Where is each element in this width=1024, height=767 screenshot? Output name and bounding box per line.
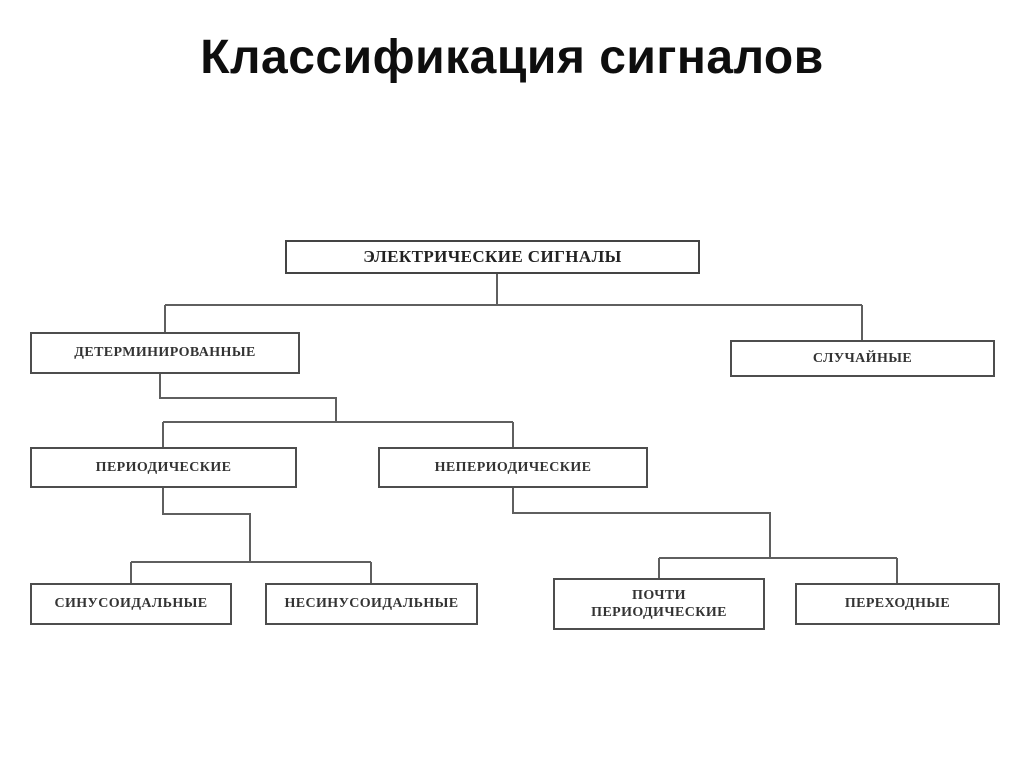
page-title: Классификация сигналов	[200, 31, 824, 84]
connector-deterministic-to-level2	[159, 374, 514, 447]
node-electrical-signals: ЭЛЕКТРИЧЕСКИЕ СИГНАЛЫ	[285, 240, 700, 274]
node-periodic: ПЕРИОДИЧЕСКИЕ	[30, 447, 297, 488]
connector-nonperiodic-to-level3	[512, 488, 898, 583]
node-random: СЛУЧАЙНЫЕ	[730, 340, 995, 377]
node-deterministic: ДЕТЕРМИНИРОВАННЫЕ	[30, 332, 300, 374]
connector-periodic-to-level3	[130, 488, 372, 583]
node-almost-periodic: ПОЧТИ ПЕРИОДИЧЕСКИЕ	[553, 578, 765, 630]
node-sinusoidal: СИНУСОИДАЛЬНЫЕ	[30, 583, 232, 625]
node-nonsinusoidal: НЕСИНУСОИДАЛЬНЫЕ	[265, 583, 478, 625]
node-nonperiodic: НЕПЕРИОДИЧЕСКИЕ	[378, 447, 648, 488]
connector-root-to-level1	[164, 273, 863, 340]
node-transient: ПЕРЕХОДНЫЕ	[795, 583, 1000, 625]
